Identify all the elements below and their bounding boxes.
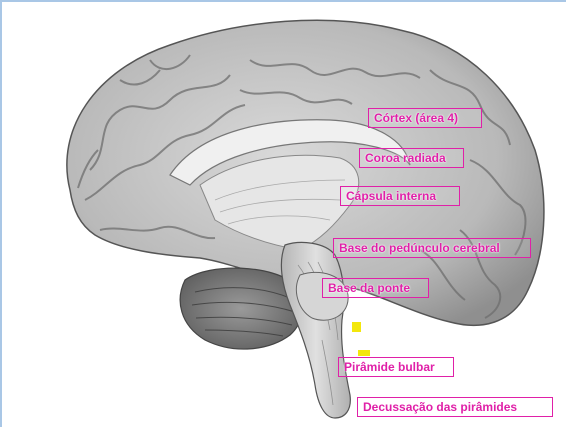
label-bulbar-pyramid: Pirâmide bulbar	[338, 357, 454, 377]
label-pyramidal-decussation: Decussação das pirâmides	[357, 397, 553, 417]
label-cortex: Córtex (área 4)	[368, 108, 482, 128]
label-corona-radiata: Coroa radiada	[359, 148, 464, 168]
label-internal-capsule: Cápsula interna	[340, 186, 460, 206]
tract-highlight-lower	[358, 350, 370, 356]
tract-highlight-upper	[352, 322, 361, 332]
label-pons-base: Base da ponte	[322, 278, 429, 298]
label-cerebral-peduncle-base: Base do pedúnculo cerebral	[333, 238, 531, 258]
